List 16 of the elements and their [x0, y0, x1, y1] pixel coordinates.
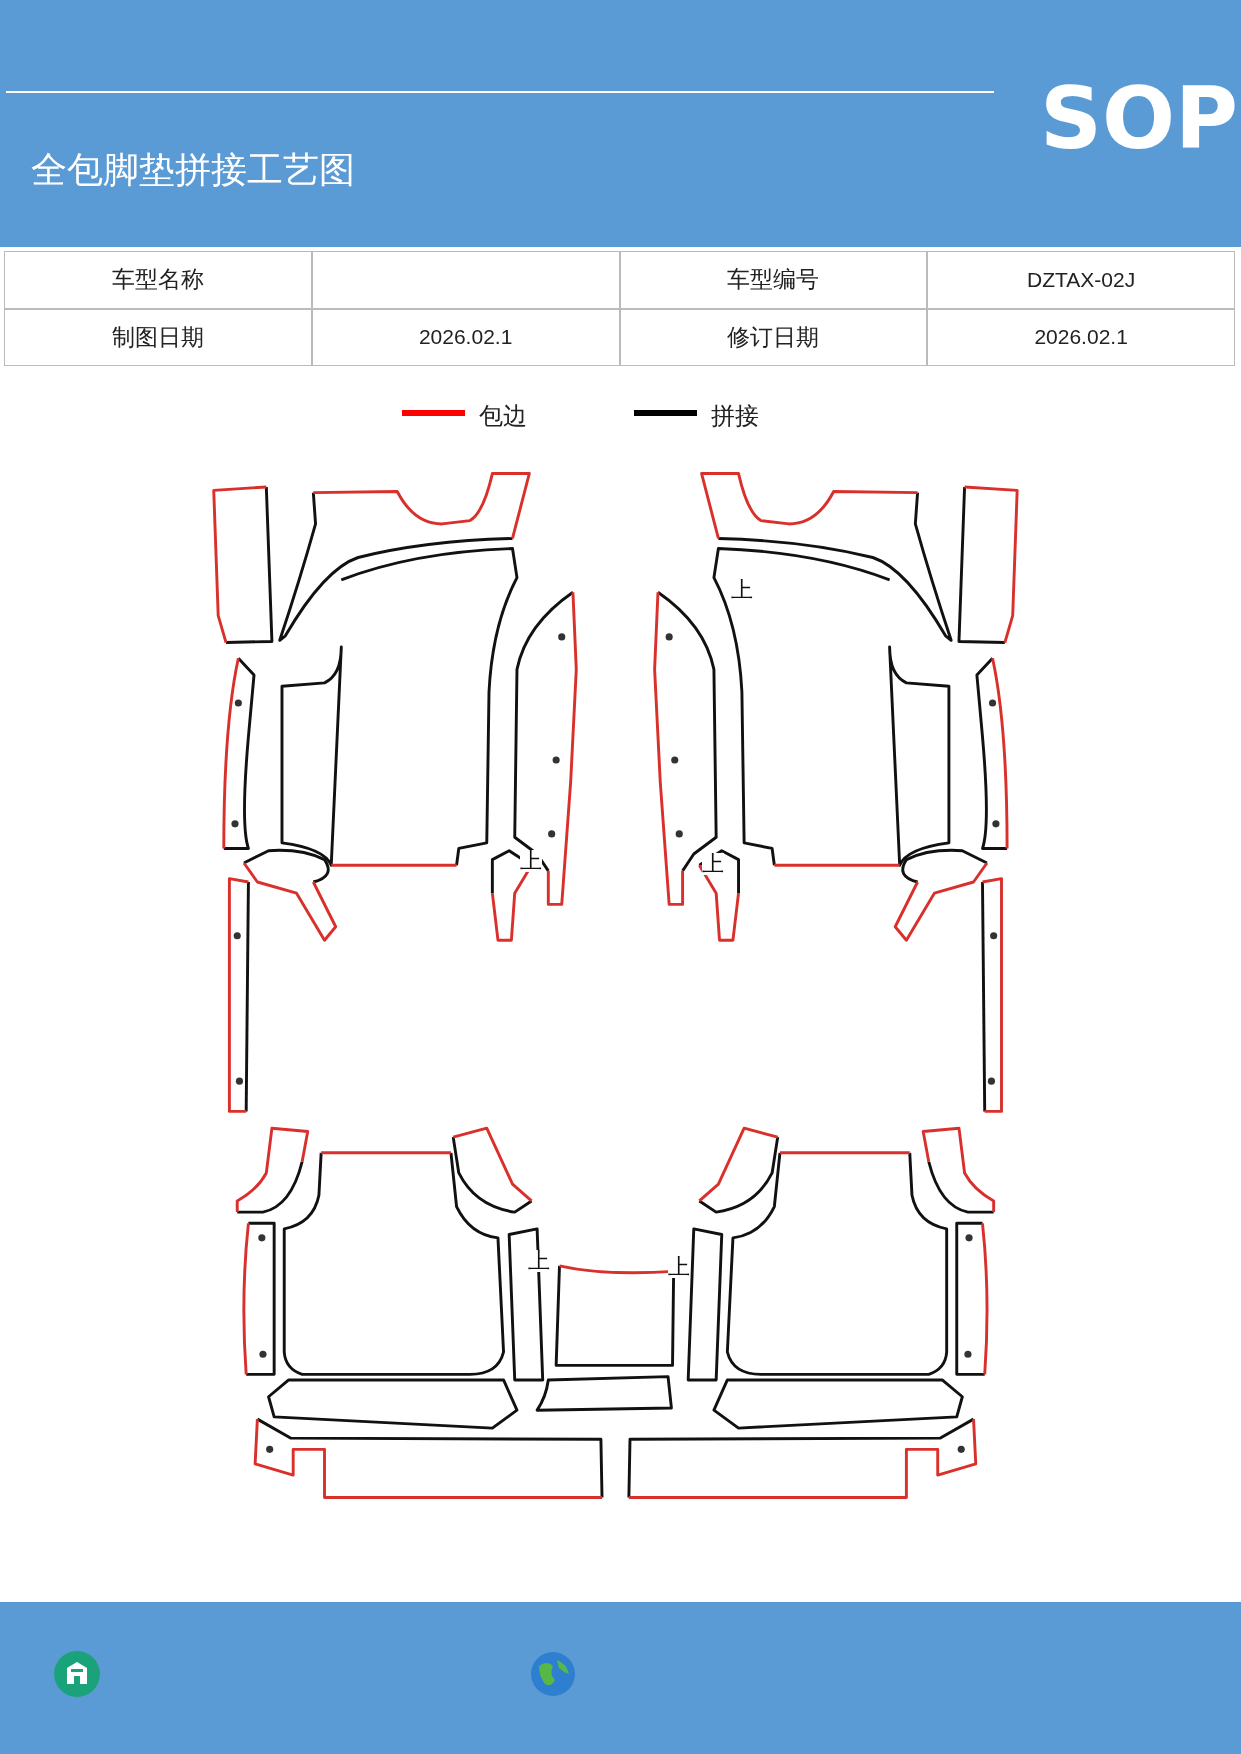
- table-cell: DZTAX-02J: [927, 251, 1235, 309]
- up-mark-label: 上: [702, 853, 724, 875]
- up-mark-label: 上: [528, 1250, 550, 1272]
- title-text: 全包脚垫拼接工艺图: [31, 148, 355, 192]
- sop-label: SOP: [1040, 68, 1239, 168]
- up-mark-label: 上: [731, 579, 753, 601]
- table-cell: 车型名称: [4, 251, 312, 309]
- legend-text: 包边: [479, 403, 527, 430]
- table-cell: 修订日期: [619, 308, 928, 366]
- legend-text: 拼接: [711, 403, 759, 430]
- table-cell: 制图日期: [4, 308, 312, 366]
- up-mark-label: 上: [520, 850, 542, 872]
- table-cell: 车型编号: [619, 251, 928, 309]
- table-cell: 2026.02.1: [927, 308, 1235, 366]
- up-mark-label: 上: [668, 1256, 690, 1278]
- table-cell: 2026.02.1: [311, 308, 620, 366]
